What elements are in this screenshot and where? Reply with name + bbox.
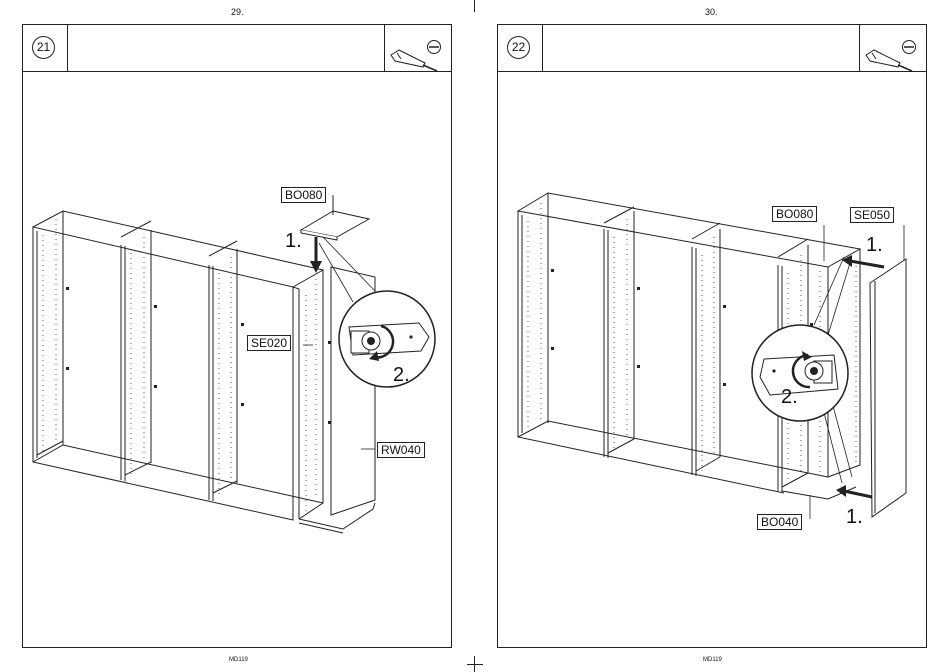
footer-code-left: MD119 — [229, 657, 248, 663]
page-number-right: 30. — [705, 7, 718, 17]
part-label-bo040: BO040 — [757, 514, 802, 530]
instruction-panel-right: 22 — [497, 24, 927, 648]
crop-mark-top — [474, 0, 475, 12]
step-callout-1-top: 1. — [866, 234, 883, 257]
step-callout-1-bottom: 1. — [846, 506, 863, 529]
page-number-left: 29. — [231, 7, 244, 17]
instruction-panel-left: 21 — [22, 24, 452, 648]
step-callout-2: 2. — [393, 364, 410, 387]
part-label-bo080: BO080 — [281, 187, 326, 203]
part-label-se050: SE050 — [850, 207, 894, 223]
footer-code-right: MD119 — [703, 657, 722, 663]
part-label-se020: SE020 — [247, 335, 291, 351]
part-label-rw040: RW040 — [377, 442, 425, 458]
part-label-bo080: BO080 — [772, 206, 817, 222]
step-callout-2: 2. — [781, 386, 798, 409]
step-callout-1: 1. — [285, 230, 302, 253]
wardrobe-assembly-illustration-step21 — [23, 25, 453, 649]
crop-mark-bottom-h — [467, 664, 483, 665]
wardrobe-assembly-illustration-step22 — [498, 25, 928, 649]
